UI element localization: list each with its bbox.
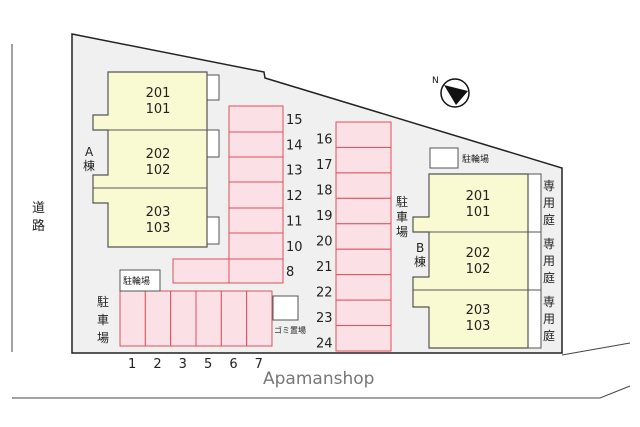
private-garden-label: 専 — [543, 295, 555, 309]
bicycle-parking-a — [119, 269, 161, 292]
private-garden-label: 用 — [543, 312, 555, 326]
parking-number: 7 — [255, 357, 263, 372]
parking-number: 1 — [128, 357, 136, 372]
parking-number: 11 — [286, 215, 303, 230]
parking-number: 21 — [316, 260, 333, 275]
parking-space — [228, 131, 284, 158]
parking-number: 8 — [286, 265, 294, 280]
parking-space — [335, 121, 392, 148]
bicycle-parking-a-label: 駐輪場 — [123, 275, 150, 287]
parking-number: 19 — [316, 209, 333, 224]
parking-number: 16 — [316, 133, 333, 148]
parking-number: 6 — [229, 357, 237, 372]
parking-column-a: 15 14 13 12 11 10 8 — [172, 105, 303, 284]
unit-b-201: 201 — [466, 189, 491, 204]
parking-space — [172, 258, 230, 284]
parking-number: 3 — [179, 357, 187, 372]
parking-space — [228, 258, 284, 284]
building-b-label: B — [416, 241, 424, 255]
unit-a-201: 201 — [146, 86, 171, 101]
parking-label-b: 車 — [396, 210, 408, 224]
unit-a-103: 103 — [146, 221, 171, 236]
parking-space — [335, 299, 392, 327]
parking-space — [228, 105, 284, 133]
parking-number: 5 — [204, 357, 212, 372]
parking-label-a: 駐 — [97, 294, 109, 309]
building-a: 201 101 202 102 203 103 A 棟 — [83, 71, 220, 248]
parking-space — [170, 290, 197, 347]
parking-label-b: 場 — [396, 225, 408, 239]
road-label: 路 — [32, 218, 45, 234]
parking-number: 10 — [286, 240, 303, 255]
unit-a-101: 101 — [146, 102, 171, 117]
parking-bottom: 1 2 3 5 6 7 — [119, 290, 273, 372]
private-garden-label: 庭 — [543, 328, 555, 343]
unit-b-103: 103 — [466, 319, 491, 334]
parking-number: 17 — [316, 158, 333, 173]
parking-number: 24 — [316, 336, 333, 351]
north-compass-icon: N — [432, 76, 470, 108]
building-a-label: A — [85, 145, 94, 159]
balcony — [206, 129, 220, 158]
parking-space — [246, 290, 273, 347]
garbage-label: ゴミ置場 — [274, 325, 306, 335]
parking-space — [228, 232, 284, 260]
unit-b-202: 202 — [466, 246, 491, 261]
parking-space — [228, 181, 284, 209]
bicycle-parking-b-label: 駐輪場 — [462, 153, 489, 165]
parking-label-a: 車 — [97, 313, 109, 327]
parking-number: 18 — [316, 184, 333, 199]
parking-number: 22 — [316, 285, 333, 300]
parking-space — [335, 248, 392, 276]
private-garden-label: 庭 — [543, 212, 555, 227]
parking-space — [335, 146, 392, 174]
road-label: 道 — [32, 201, 45, 216]
parking-label-b: 駐 — [396, 194, 408, 209]
private-garden-label: 庭 — [543, 270, 555, 285]
parking-space — [228, 207, 284, 234]
unit-a-203: 203 — [146, 205, 171, 220]
parking-space — [144, 290, 172, 347]
svg-text:N: N — [432, 76, 439, 86]
parking-space — [119, 290, 146, 347]
unit-a-102: 102 — [146, 163, 171, 178]
balcony — [206, 74, 220, 101]
building-b-label: 棟 — [414, 254, 426, 269]
parking-number: 14 — [286, 139, 303, 154]
building-a-label: 棟 — [83, 158, 95, 173]
parking-space — [228, 156, 284, 183]
garbage-area — [272, 295, 299, 321]
private-garden-label: 専 — [543, 179, 555, 193]
parking-space — [335, 325, 392, 352]
parking-space — [335, 274, 392, 301]
unit-a-202: 202 — [146, 147, 171, 162]
parking-space — [335, 197, 392, 225]
parking-column-b: 16 17 18 19 20 21 22 23 24 — [316, 121, 392, 352]
private-garden-label: 専 — [543, 237, 555, 251]
watermark: Apamanshop — [263, 369, 374, 389]
unit-b-101: 101 — [466, 205, 491, 220]
parking-space — [335, 172, 392, 199]
parking-number: 12 — [286, 189, 303, 204]
parking-number: 2 — [153, 357, 161, 372]
bicycle-parking-b — [429, 147, 459, 169]
unit-b-203: 203 — [466, 303, 491, 318]
parking-space — [195, 290, 222, 347]
private-garden-label: 用 — [543, 254, 555, 268]
parking-number: 20 — [316, 235, 333, 250]
private-garden-label: 用 — [543, 196, 555, 210]
unit-b-102: 102 — [466, 262, 491, 277]
parking-label-a: 場 — [97, 331, 109, 345]
parking-number: 23 — [316, 311, 333, 326]
road-edge-bottom — [12, 385, 631, 399]
parking-number: 13 — [286, 164, 303, 179]
road-edge-right — [561, 342, 631, 356]
parking-number: 15 — [286, 113, 303, 128]
balcony — [206, 216, 220, 245]
parking-space — [220, 290, 248, 347]
parking-space — [335, 223, 392, 250]
